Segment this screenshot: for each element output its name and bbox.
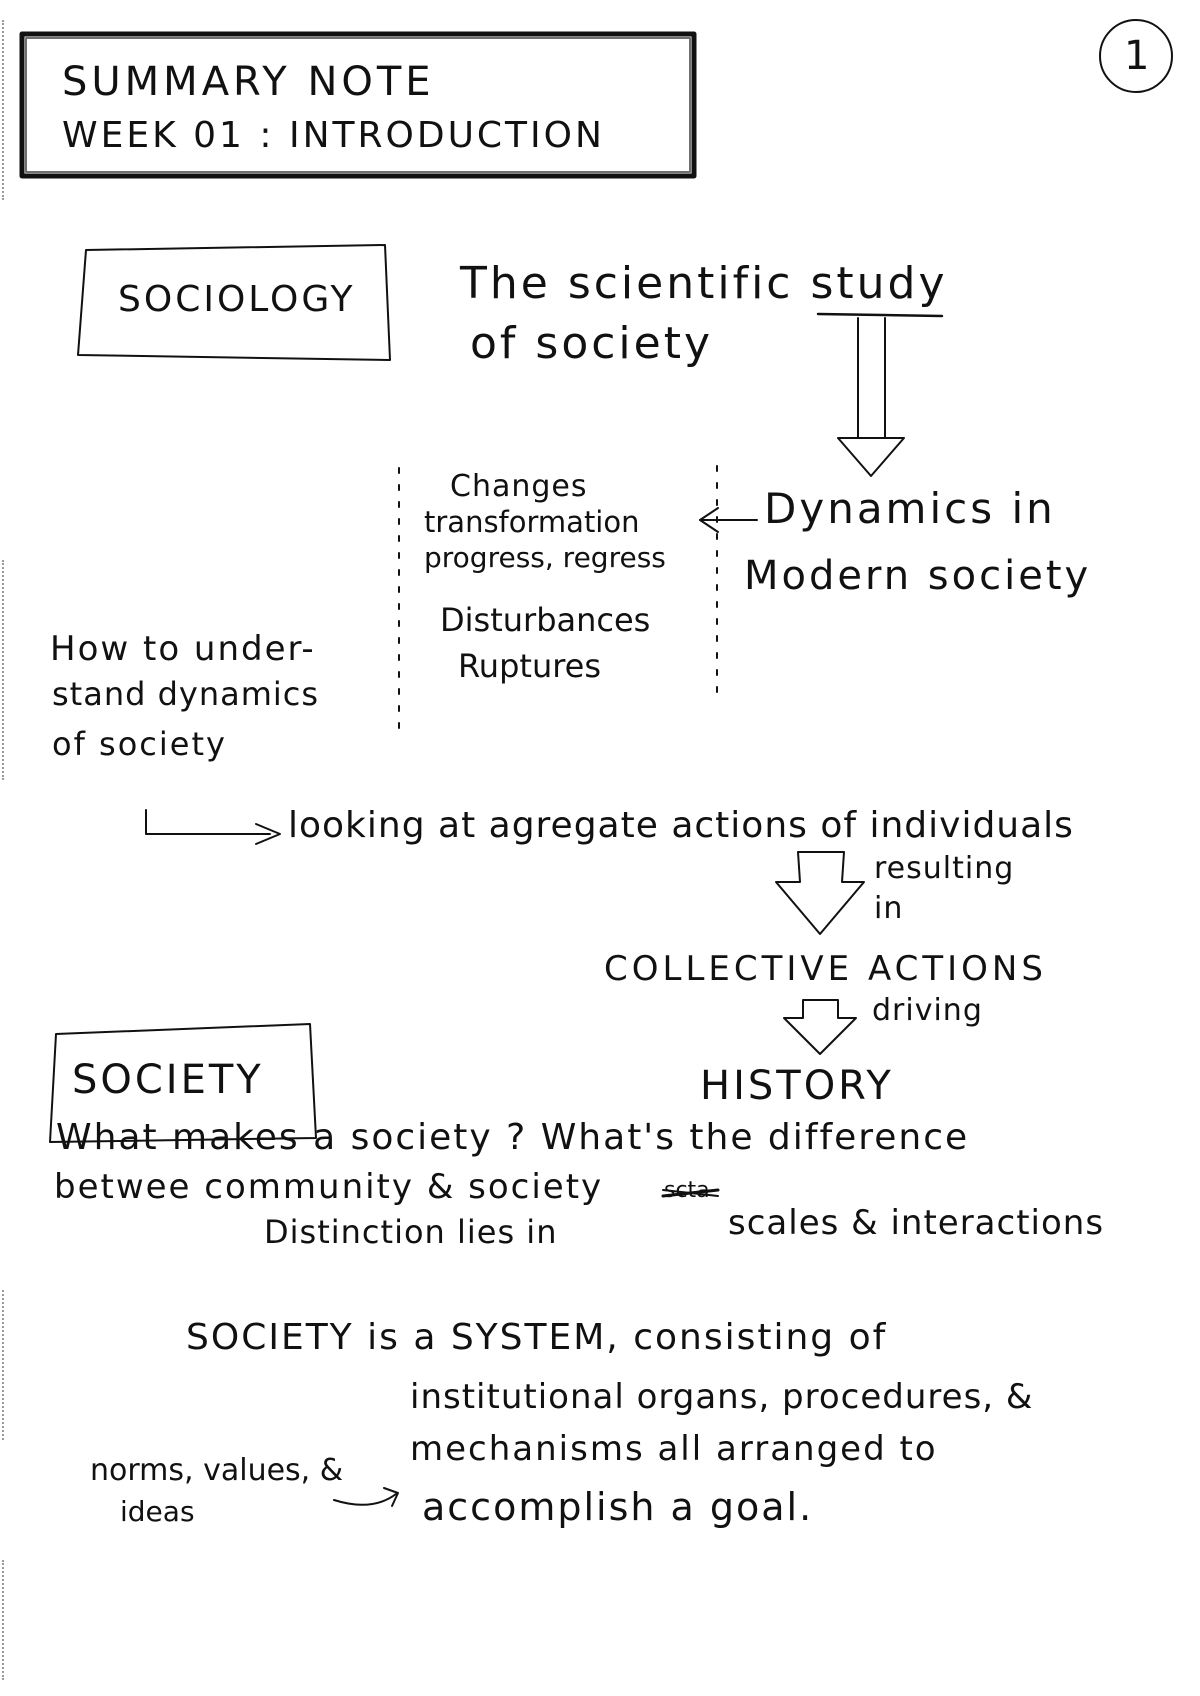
system-line: accomplish a goal. xyxy=(422,1485,814,1529)
l-arrow xyxy=(145,809,271,835)
dynamics-in: Dynamics in xyxy=(764,484,1056,533)
in-text: in xyxy=(874,891,904,926)
scan-edge-mark xyxy=(2,20,6,200)
scan-edge-mark xyxy=(2,1290,6,1440)
note-title: SUMMARY NOTE xyxy=(62,59,435,105)
changes-item: progress, regress xyxy=(424,541,666,574)
society-question-2: betwee community & society xyxy=(54,1167,604,1207)
changes-item: transformation xyxy=(424,505,640,539)
looking-at-text: looking at agregate actions of individua… xyxy=(288,805,1074,846)
changes-item: Disturbances xyxy=(440,601,651,639)
society-label: SOCIETY xyxy=(72,1057,264,1103)
system-line: institutional organs, procedures, & xyxy=(410,1377,1034,1417)
header-box xyxy=(19,31,697,179)
driving-text: driving xyxy=(872,993,983,1028)
system-line: SOCIETY is a SYSTEM, consisting of xyxy=(186,1317,888,1358)
week-title: WEEK 01 : INTRODUCTION xyxy=(62,115,605,156)
society-box xyxy=(49,1023,317,1143)
question-line: of society xyxy=(52,725,227,763)
sociology-box xyxy=(77,244,391,361)
down-arrow-driving xyxy=(783,999,857,1055)
norms-text: norms, values, & xyxy=(90,1453,344,1488)
curved-arrow xyxy=(333,1493,397,1506)
left-arrow xyxy=(699,507,719,533)
society-question-1: What makes a society ? What's the differ… xyxy=(56,1117,970,1158)
distinction-prefix: Distinction lies in xyxy=(264,1213,558,1251)
page-number: 1 xyxy=(1124,33,1151,79)
sociology-label: SOCIOLOGY xyxy=(118,279,356,320)
system-line: mechanisms all arranged to xyxy=(410,1429,938,1469)
question-line: How to under- xyxy=(50,629,316,669)
distinction-suffix: scales & interactions xyxy=(728,1203,1105,1243)
ideas-text: ideas xyxy=(120,1495,195,1528)
scan-edge-mark xyxy=(2,1560,6,1680)
question-line: stand dynamics xyxy=(52,675,320,713)
changes-item: Ruptures xyxy=(458,647,602,685)
down-arrow-resulting xyxy=(775,851,865,935)
down-arrow xyxy=(837,437,905,477)
collective-actions: COLLECTIVE ACTIONS xyxy=(604,949,1047,989)
struck-word: scta xyxy=(664,1178,710,1203)
scan-edge-mark xyxy=(2,560,6,780)
sociology-definition-1: The scientific study xyxy=(460,258,948,309)
changes-item: Changes xyxy=(450,469,588,504)
sociology-definition-2: of society xyxy=(470,318,714,369)
modern-society: Modern society xyxy=(744,553,1092,599)
history-text: HISTORY xyxy=(700,1063,894,1109)
resulting-text: resulting xyxy=(874,851,1015,886)
page-number-circle xyxy=(1099,19,1173,93)
